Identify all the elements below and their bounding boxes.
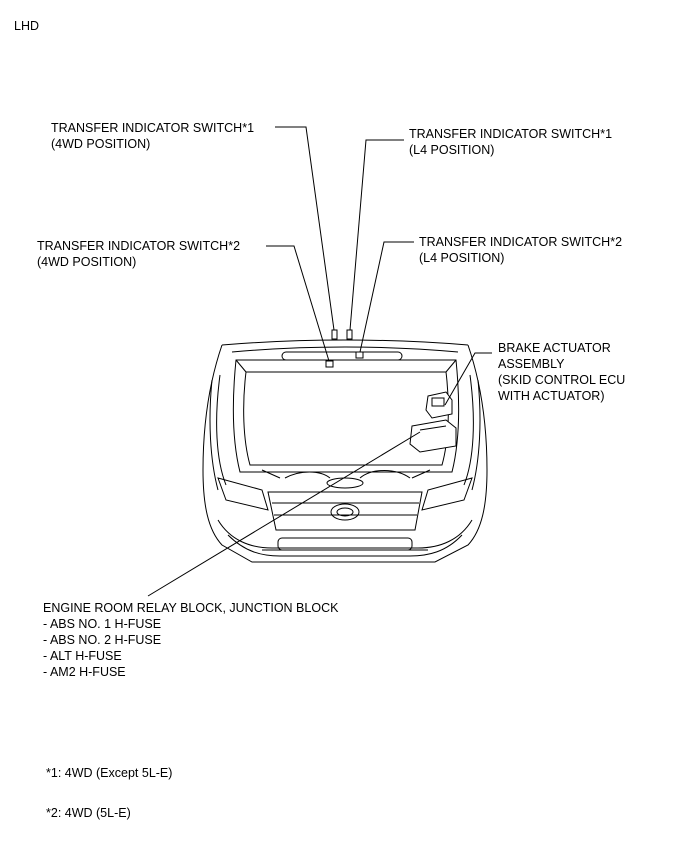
footnote-2: *2: 4WD (5L-E) — [46, 806, 131, 820]
callout-tis2-4wd: TRANSFER INDICATOR SWITCH*2 (4WD POSITIO… — [37, 238, 240, 270]
callout-line: (L4 POSITION) — [419, 251, 505, 265]
callout-line: TRANSFER INDICATOR SWITCH*2 — [419, 235, 623, 249]
callout-line: (4WD POSITION) — [37, 255, 137, 269]
callout-line: - ABS NO. 1 H-FUSE — [43, 617, 162, 631]
callout-line: (L4 POSITION) — [409, 143, 495, 157]
callout-line: WITH ACTUATOR) — [498, 389, 605, 403]
callout-line: TRANSFER INDICATOR SWITCH*2 — [37, 239, 241, 253]
brake-actuator-part — [425, 391, 453, 419]
switch-1-l4-marker — [346, 329, 353, 340]
switch-2-4wd-marker — [325, 360, 334, 368]
callout-relay-block: ENGINE ROOM RELAY BLOCK, JUNCTION BLOCK … — [43, 600, 338, 680]
callout-tis1-l4: TRANSFER INDICATOR SWITCH*1 (L4 POSITION… — [409, 126, 612, 158]
footnote-1: *1: 4WD (Except 5L-E) — [46, 766, 173, 780]
callout-tis1-4wd: TRANSFER INDICATOR SWITCH*1 (4WD POSITIO… — [51, 120, 254, 152]
callout-line: TRANSFER INDICATOR SWITCH*1 — [51, 121, 255, 135]
callout-line: (4WD POSITION) — [51, 137, 151, 151]
leader-tis2-4wd — [266, 245, 330, 362]
leader-tis1-l4 — [349, 139, 404, 331]
callout-line: - ABS NO. 2 H-FUSE — [43, 633, 162, 647]
leader-tis2-l4 — [359, 241, 414, 353]
callout-tis2-l4: TRANSFER INDICATOR SWITCH*2 (L4 POSITION… — [419, 234, 622, 266]
vehicle-front-view — [202, 339, 488, 563]
callout-brake-actuator: BRAKE ACTUATOR ASSEMBLY (SKID CONTROL EC… — [498, 340, 625, 404]
callout-line: TRANSFER INDICATOR SWITCH*1 — [409, 127, 613, 141]
callout-line: ASSEMBLY — [498, 357, 565, 371]
callout-line: - ALT H-FUSE — [43, 649, 122, 663]
switch-2-l4-marker — [355, 351, 364, 359]
callout-line: (SKID CONTROL ECU — [498, 373, 626, 387]
leader-relay-block — [147, 431, 421, 597]
callout-line: - AM2 H-FUSE — [43, 665, 126, 679]
callout-line: BRAKE ACTUATOR — [498, 341, 611, 355]
lhd-label: LHD — [14, 19, 40, 33]
leader-brake-actuator — [444, 352, 492, 406]
callout-line: ENGINE ROOM RELAY BLOCK, JUNCTION BLOCK — [43, 601, 339, 615]
leader-tis1-4wd — [275, 126, 335, 331]
relay-block-part — [409, 419, 457, 453]
switch-1-4wd-marker — [331, 329, 338, 340]
